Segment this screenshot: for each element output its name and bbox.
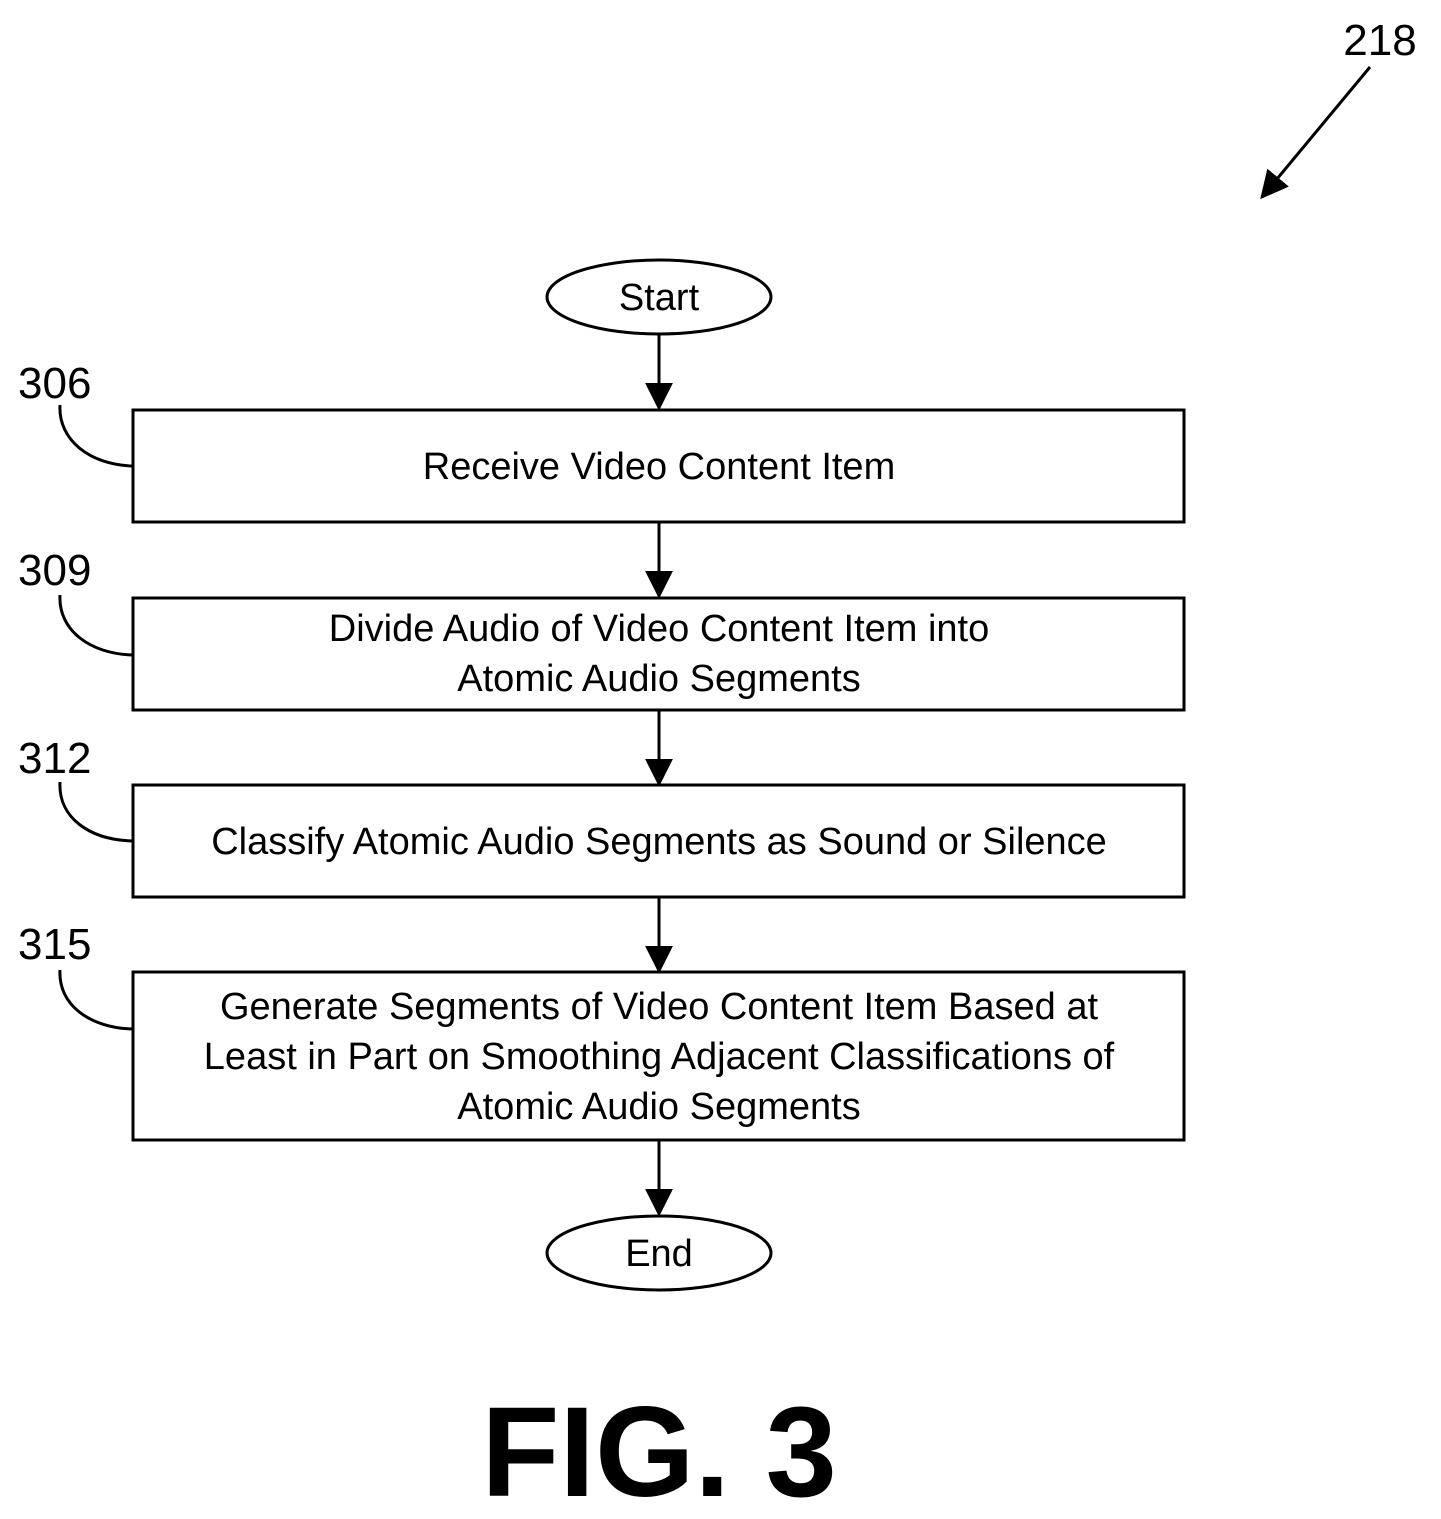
step-306: 306 Receive Video Content Item	[18, 359, 1184, 522]
start-terminal: Start	[547, 260, 771, 334]
step-315-text-line-1: Generate Segments of Video Content Item …	[220, 986, 1099, 1028]
step-312-text: Classify Atomic Audio Segments as Sound …	[211, 821, 1107, 863]
step-315-ref: 315	[18, 920, 91, 969]
step-315-text-line-2: Least in Part on Smoothing Adjacent Clas…	[204, 1036, 1115, 1078]
end-label: End	[625, 1233, 693, 1275]
figure-ref-label: 218	[1343, 16, 1416, 65]
step-309-leader	[60, 595, 133, 655]
step-309: 309 Divide Audio of Video Content Item i…	[18, 546, 1184, 710]
step-312-ref: 312	[18, 734, 91, 783]
step-315: 315 Generate Segments of Video Content I…	[18, 920, 1184, 1140]
step-312-leader	[60, 782, 133, 841]
step-306-text: Receive Video Content Item	[423, 446, 895, 488]
step-309-ref: 309	[18, 546, 91, 595]
step-306-ref: 306	[18, 359, 91, 408]
step-309-text-line-1: Divide Audio of Video Content Item into	[329, 608, 990, 650]
start-label: Start	[619, 277, 700, 319]
end-terminal: End	[547, 1216, 771, 1290]
step-306-leader	[60, 405, 133, 466]
figure-ref-arrow	[1262, 67, 1370, 197]
figure-caption: FIG. 3	[481, 1381, 837, 1519]
step-309-text-line-2: Atomic Audio Segments	[457, 658, 860, 700]
step-315-leader	[60, 970, 133, 1029]
step-312: 312 Classify Atomic Audio Segments as So…	[18, 734, 1184, 897]
step-315-text-line-3: Atomic Audio Segments	[457, 1086, 860, 1128]
